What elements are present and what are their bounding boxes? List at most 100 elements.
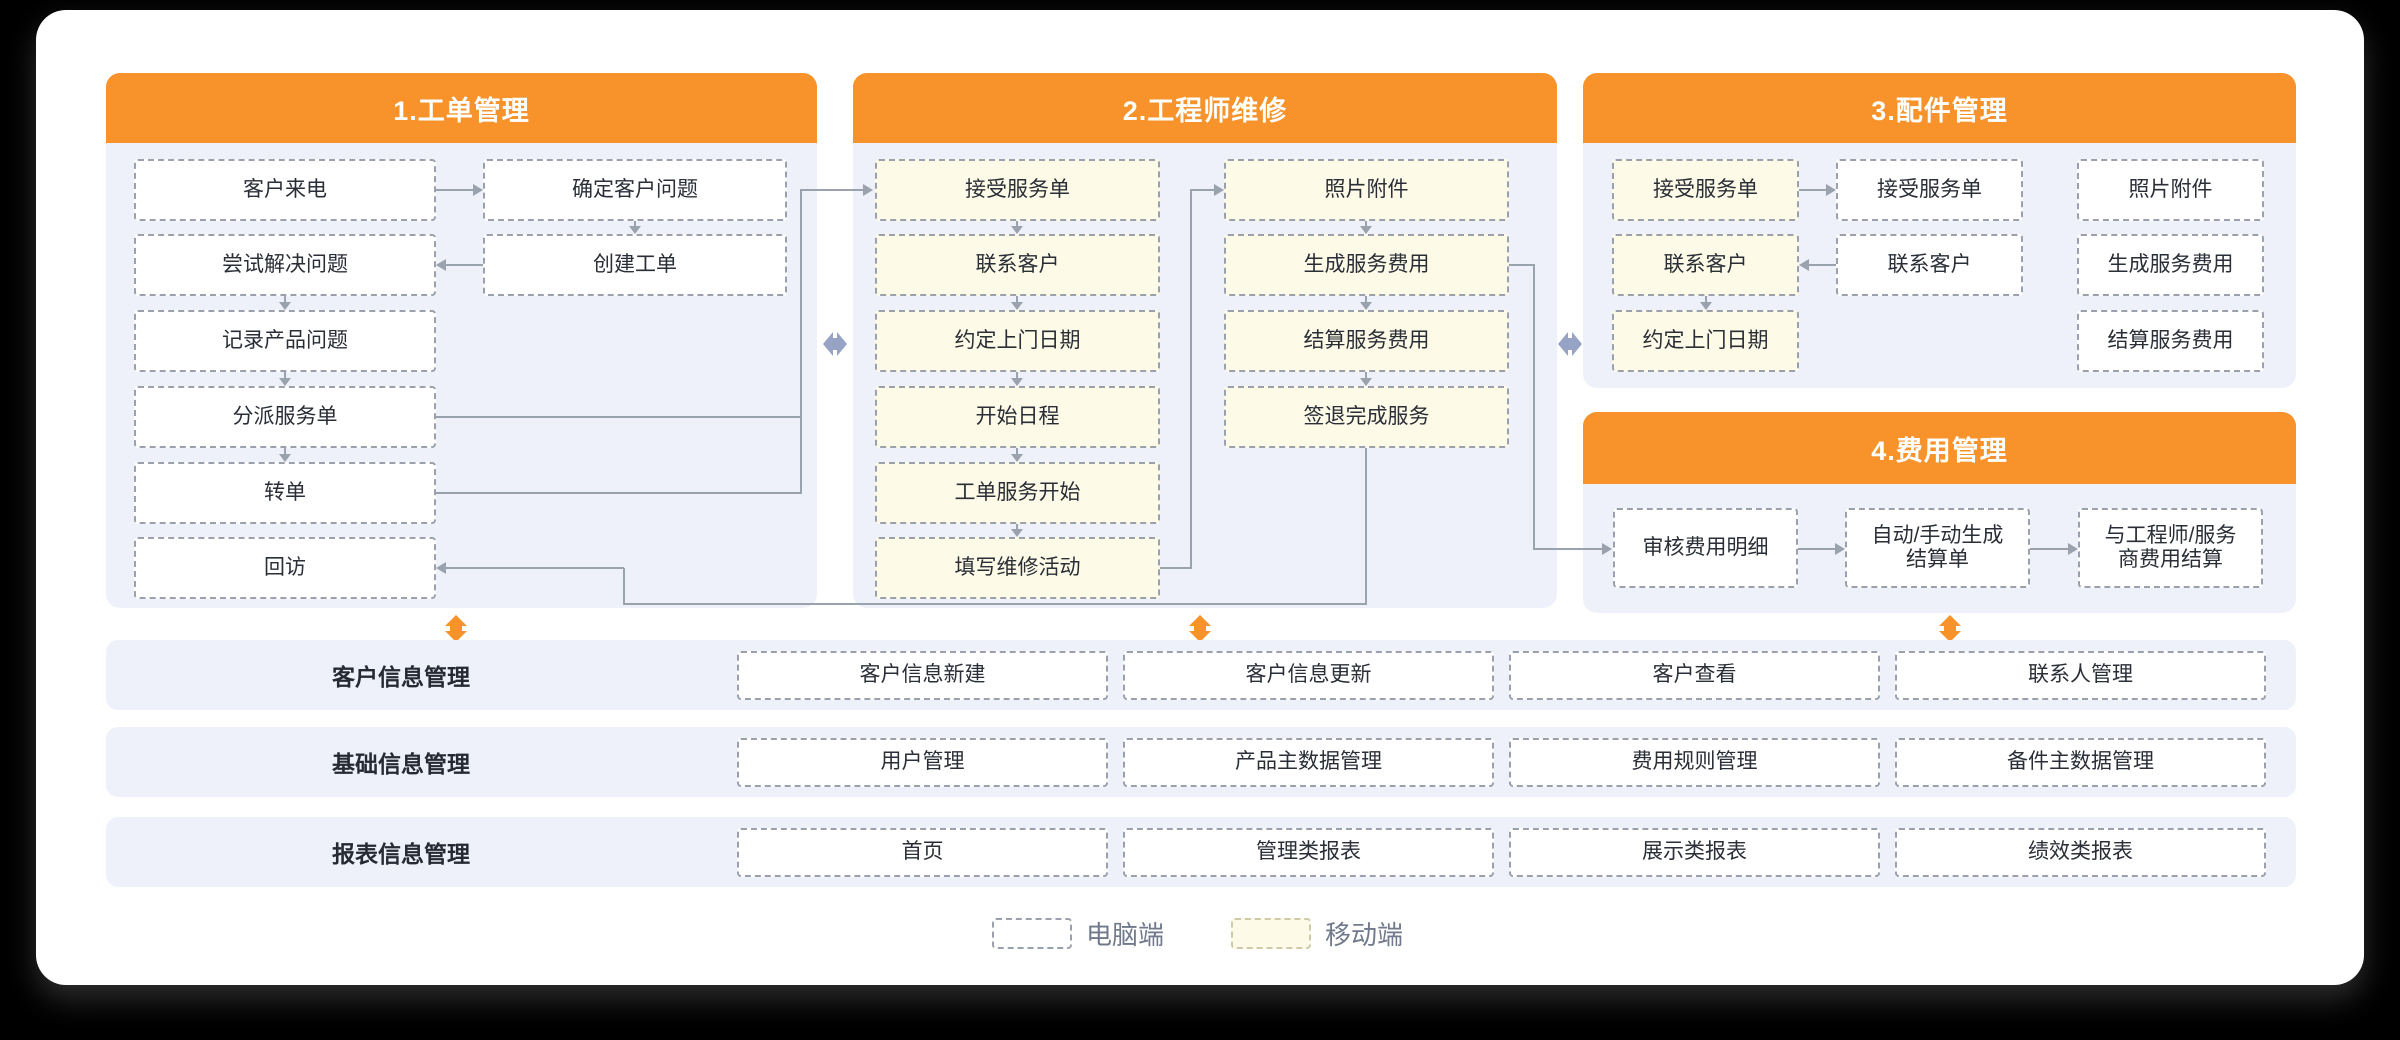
row-item-customer-create: 客户信息新建 <box>737 651 1108 700</box>
section-engineer-title: 2.工程师维修 <box>1122 95 1288 126</box>
section-parts-title: 3.配件管理 <box>1871 95 2008 126</box>
flow-box-photo-attachment: 照片附件 <box>1224 159 1509 221</box>
flow-box-create-ticket: 创建工单 <box>483 234 787 296</box>
connector-line <box>1365 296 1367 302</box>
row-item-fee-rules: 费用规则管理 <box>1509 738 1880 787</box>
arrowhead-right-icon <box>863 184 873 196</box>
connector-line <box>1016 372 1018 378</box>
arrowhead-right-icon <box>2068 543 2078 555</box>
row-item-contact-management: 联系人管理 <box>1895 651 2266 700</box>
row-item-user-management: 用户管理 <box>737 738 1108 787</box>
connector-line <box>1809 264 1836 266</box>
arrowhead-down-icon <box>279 454 291 462</box>
connector-line <box>1705 296 1707 302</box>
parts-box-photo: 照片附件 <box>2077 159 2264 221</box>
parts-box-schedule-mobile: 约定上门日期 <box>1612 310 1799 372</box>
connector-line <box>1190 189 1192 569</box>
flow-box-try-solve: 尝试解决问题 <box>134 234 436 296</box>
flow-box-fill-repair-activity: 填写维修活动 <box>875 537 1160 599</box>
parts-box-contact-pc: 联系客户 <box>1836 234 2023 296</box>
section-expense-header: 4.费用管理 <box>1583 412 2296 484</box>
expense-box-generate-statement: 自动/手动生成 结算单 <box>1845 508 2030 588</box>
connector-line <box>1190 189 1214 191</box>
row-item-customer-update: 客户信息更新 <box>1123 651 1494 700</box>
parts-box-accept-pc: 接受服务单 <box>1836 159 2023 221</box>
connector-line <box>284 372 286 378</box>
section-parts-header: 3.配件管理 <box>1583 73 2296 143</box>
row-item-home: 首页 <box>737 828 1108 877</box>
sync-vertical-icon <box>1189 615 1211 642</box>
arrowhead-down-icon <box>629 226 641 234</box>
sync-vertical-icon <box>1939 615 1961 642</box>
arrowhead-down-icon <box>1360 226 1372 234</box>
swap-horizontal-icon <box>1558 332 1582 356</box>
connector-line <box>1016 448 1018 454</box>
connector-line <box>623 603 1367 605</box>
row-item-product-master-data: 产品主数据管理 <box>1123 738 1494 787</box>
connector-line <box>1016 524 1018 529</box>
flow-box-settle-fee: 结算服务费用 <box>1224 310 1509 372</box>
connector-line <box>1509 264 1535 266</box>
arrowhead-right-icon <box>473 184 483 196</box>
expense-box-settle-with-engineer: 与工程师/服务 商费用结算 <box>2078 508 2263 588</box>
sync-vertical-icon <box>445 615 467 642</box>
arrowhead-down-icon <box>1011 454 1023 462</box>
connector-line <box>800 189 802 494</box>
connector-line <box>436 492 802 494</box>
row-item-management-reports: 管理类报表 <box>1123 828 1494 877</box>
flow-box-start-itinerary: 开始日程 <box>875 386 1160 448</box>
connector-line <box>634 221 636 226</box>
connector-line <box>1799 189 1826 191</box>
connector-line <box>1365 221 1367 226</box>
connector-line <box>1160 567 1192 569</box>
flow-box-record-problem: 记录产品问题 <box>134 310 436 372</box>
arrowhead-down-icon <box>279 378 291 386</box>
swap-horizontal-icon <box>823 332 847 356</box>
row-item-spare-parts-master-data: 备件主数据管理 <box>1895 738 2266 787</box>
arrowhead-down-icon <box>279 302 291 310</box>
connector-line <box>436 416 802 418</box>
arrowhead-right-icon <box>1602 543 1612 555</box>
connector-line <box>446 264 483 266</box>
row-report-info-label: 报表信息管理 <box>332 841 470 867</box>
connector-line <box>1533 548 1602 550</box>
connector-line <box>284 296 286 302</box>
arrowhead-left-icon <box>436 562 446 574</box>
flow-box-accept-service-order: 接受服务单 <box>875 159 1160 221</box>
legend-pc-swatch <box>992 918 1072 949</box>
arrowhead-down-icon <box>1360 378 1372 386</box>
section-engineer-header: 2.工程师维修 <box>853 73 1557 143</box>
flow-box-transfer-order: 转单 <box>134 462 436 524</box>
flow-box-schedule-visit: 约定上门日期 <box>875 310 1160 372</box>
row-item-performance-reports: 绩效类报表 <box>1895 828 2266 877</box>
arrowhead-right-icon <box>1826 184 1836 196</box>
arrowhead-right-icon <box>1214 184 1224 196</box>
flow-box-generate-fee: 生成服务费用 <box>1224 234 1509 296</box>
connector-line <box>2030 548 2068 550</box>
arrowhead-down-icon <box>1700 302 1712 310</box>
section-work-order-title: 1.工单管理 <box>393 95 530 126</box>
connector-line <box>1016 221 1018 226</box>
flow-box-identify-problem: 确定客户问题 <box>483 159 787 221</box>
connector-line <box>284 448 286 454</box>
row-customer-info-label: 客户信息管理 <box>332 664 470 690</box>
connector-line <box>800 189 863 191</box>
expense-box-review-details: 审核费用明细 <box>1613 508 1798 588</box>
row-item-customer-view: 客户查看 <box>1509 651 1880 700</box>
arrowhead-right-icon <box>1835 543 1845 555</box>
connector-line <box>623 568 625 605</box>
section-expense-title: 4.费用管理 <box>1871 435 2008 466</box>
parts-box-generate-fee: 生成服务费用 <box>2077 234 2264 296</box>
connector-line <box>1533 264 1535 549</box>
parts-box-settle-fee: 结算服务费用 <box>2077 310 2264 372</box>
arrowhead-down-icon <box>1360 302 1372 310</box>
arrowhead-down-icon <box>1011 226 1023 234</box>
connector-line <box>436 189 473 191</box>
flow-box-follow-up: 回访 <box>134 537 436 599</box>
flow-box-contact-customer: 联系客户 <box>875 234 1160 296</box>
flow-box-customer-call: 客户来电 <box>134 159 436 221</box>
legend-mobile-label: 移动端 <box>1325 920 1404 950</box>
legend-pc-label: 电脑端 <box>1086 920 1165 950</box>
connector-line <box>1798 548 1835 550</box>
row-basic-info-label: 基础信息管理 <box>332 751 470 777</box>
